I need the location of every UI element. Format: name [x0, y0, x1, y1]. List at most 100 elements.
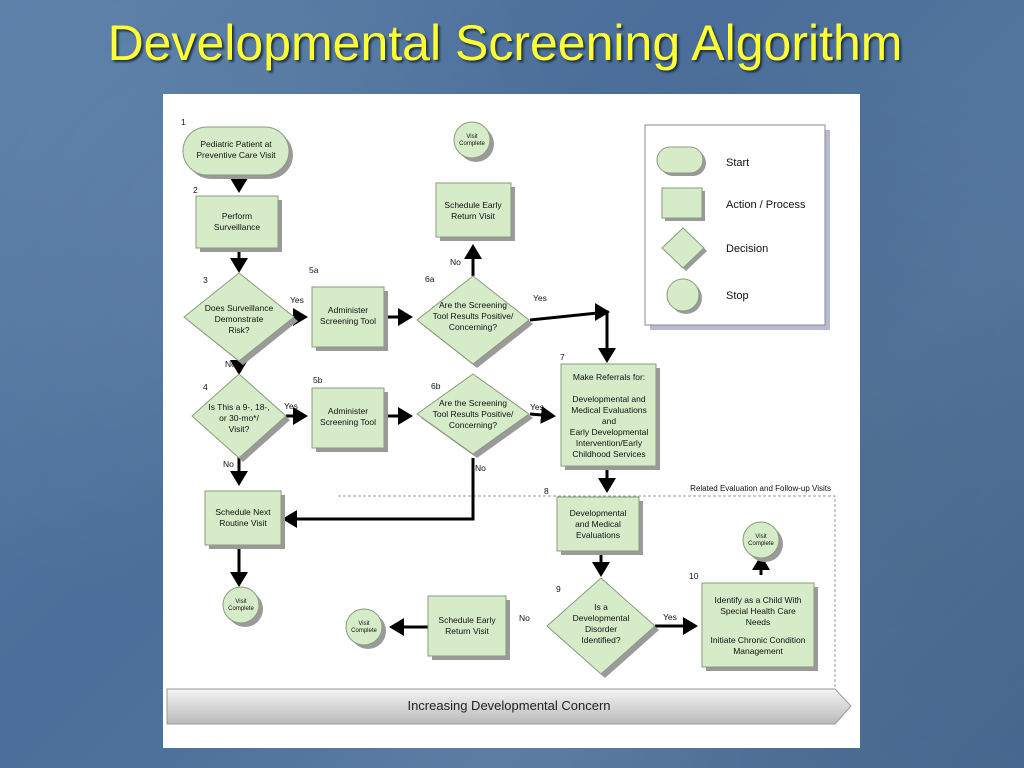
legend-stop-shape	[666, 278, 700, 312]
step-number-6b: 6b	[431, 381, 441, 391]
svg-text:and Medical: and Medical	[575, 519, 621, 529]
concern-bar-label: Increasing Developmental Concern	[407, 698, 610, 713]
legend-decision-label: Decision	[726, 243, 768, 255]
svg-text:Special Health Care: Special Health Care	[720, 606, 796, 616]
svg-text:Return Visit: Return Visit	[451, 211, 495, 221]
svg-text:Complete: Complete	[748, 541, 774, 547]
svg-text:Identify as a Child With: Identify as a Child With	[715, 595, 802, 605]
legend-action-label: Action / Process	[726, 199, 806, 211]
svg-text:Complete: Complete	[228, 606, 254, 612]
node-visit-complete-top: Visit Complete	[453, 121, 494, 162]
svg-text:Visit: Visit	[466, 134, 478, 140]
step-number-5b: 5b	[313, 375, 323, 385]
edge-yes-3: Yes	[290, 295, 304, 305]
svg-text:Screening Tool: Screening Tool	[320, 417, 376, 427]
node-administer-screening-b: Administer Screening Tool	[311, 387, 388, 452]
node-developmental-medical-evaluations: Developmental and Medical Evaluations	[556, 496, 643, 555]
node-schedule-early-return-bottom: Schedule Early Return Visit	[427, 595, 510, 660]
svg-text:Does Surveillance: Does Surveillance	[205, 303, 274, 313]
node-visit-complete-right: Visit Complete	[742, 521, 783, 562]
node-visit-complete-bottom: Visit Complete	[345, 608, 386, 649]
edge-no-9: No	[519, 613, 530, 623]
step-number-8: 8	[544, 486, 549, 496]
step-number-3: 3	[203, 275, 208, 285]
legend-stop-label: Stop	[726, 290, 749, 302]
svg-text:Make Referrals for:: Make Referrals for:	[573, 372, 645, 382]
edge-yes-4: Yes	[284, 401, 298, 411]
svg-text:Disorder: Disorder	[585, 624, 617, 634]
slide-title: Developmental Screening Algorithm	[107, 15, 903, 71]
svg-text:or 30-mo*/: or 30-mo*/	[219, 413, 259, 423]
step-number-6a: 6a	[425, 274, 435, 284]
svg-text:Administer: Administer	[328, 305, 368, 315]
svg-text:Administer: Administer	[328, 406, 368, 416]
node-identify-special-health-care-needs: Identify as a Child With Special Health …	[701, 582, 818, 671]
svg-text:Pediatric Patient at: Pediatric Patient at	[200, 139, 272, 149]
svg-text:Complete: Complete	[459, 141, 485, 147]
svg-text:Perform: Perform	[222, 211, 252, 221]
related-region-label: Related Evaluation and Follow-up Visits	[690, 484, 831, 493]
node-perform-surveillance: Perform Surveillance	[195, 195, 282, 252]
edge-no-6a: No	[450, 257, 461, 267]
legend-start-label: Start	[726, 157, 749, 169]
svg-text:Visit: Visit	[755, 534, 767, 540]
svg-text:Demonstrate: Demonstrate	[215, 314, 264, 324]
svg-text:Are the Screening: Are the Screening	[439, 398, 507, 408]
edge-no-4: No	[223, 459, 234, 469]
node-screening-results-b-decision: Are the Screening Tool Results Positive/…	[416, 373, 533, 458]
svg-text:Needs: Needs	[746, 617, 771, 627]
concern-arrow-bar: Increasing Developmental Concern	[166, 688, 852, 725]
svg-text:Developmental and: Developmental and	[572, 394, 646, 404]
svg-text:Identified?: Identified?	[581, 635, 620, 645]
svg-text:Preventive Care Visit: Preventive Care Visit	[196, 150, 276, 160]
node-make-referrals: Make Referrals for: Developmental and Me…	[560, 363, 660, 470]
step-number-9: 9	[556, 584, 561, 594]
svg-text:Childhood Services: Childhood Services	[572, 449, 645, 459]
svg-text:Concerning?: Concerning?	[449, 322, 497, 332]
svg-text:Developmental: Developmental	[570, 508, 627, 518]
edge-yes-6a: Yes	[533, 293, 547, 303]
step-number-7: 7	[560, 352, 565, 362]
node-schedule-next-routine-visit: Schedule Next Routine Visit	[204, 490, 285, 549]
svg-text:Risk?: Risk?	[228, 325, 250, 335]
svg-text:Developmental: Developmental	[573, 613, 630, 623]
svg-text:Medical Evaluations: Medical Evaluations	[571, 405, 647, 415]
node-start-pediatric-patient: Pediatric Patient at Preventive Care Vis…	[182, 126, 293, 179]
svg-text:Management: Management	[733, 646, 783, 656]
legend-decision-shape	[661, 227, 705, 269]
svg-text:Evaluations: Evaluations	[576, 530, 620, 540]
svg-text:Schedule Early: Schedule Early	[444, 200, 502, 210]
legend: Start Action / Process Decision Stop	[644, 124, 830, 330]
svg-text:Surveillance: Surveillance	[214, 222, 261, 232]
node-visit-complete-left: Visit Complete	[222, 586, 263, 627]
node-developmental-disorder-decision: Is a Developmental Disorder Identified?	[546, 577, 659, 678]
svg-text:Are the Screening: Are the Screening	[439, 300, 507, 310]
svg-text:Concerning?: Concerning?	[449, 420, 497, 430]
svg-text:Tool Results Positive/: Tool Results Positive/	[433, 311, 514, 321]
edge-yes-6b: Yes	[530, 402, 544, 412]
step-number-5a: 5a	[309, 265, 319, 275]
svg-text:Is This a 9-, 18-,: Is This a 9-, 18-,	[208, 402, 269, 412]
step-number-2: 2	[193, 185, 198, 195]
edge-no-6b: No	[475, 463, 486, 473]
step-number-4: 4	[203, 382, 208, 392]
edge-no-3: No	[225, 359, 236, 369]
svg-text:Visit: Visit	[358, 621, 370, 627]
node-screening-results-a-decision: Are the Screening Tool Results Positive/…	[416, 275, 533, 368]
legend-action-shape	[661, 187, 703, 219]
svg-text:Routine Visit: Routine Visit	[219, 518, 267, 528]
svg-text:Schedule Early: Schedule Early	[438, 615, 496, 625]
node-visit-age-decision: Is This a 9-, 18-, or 30-mo*/ Visit?	[191, 373, 290, 462]
svg-text:Schedule Next: Schedule Next	[215, 507, 271, 517]
step-number-10: 10	[689, 571, 699, 581]
flowchart-svg: Related Evaluation and Follow-up Visits …	[166, 117, 852, 725]
node-administer-screening-a: Administer Screening Tool	[311, 286, 388, 351]
svg-text:Intervention/Early: Intervention/Early	[576, 438, 643, 448]
node-schedule-early-return-top: Schedule Early Return Visit	[435, 182, 515, 241]
legend-start-shape	[656, 146, 704, 174]
svg-text:Tool Results Positive/: Tool Results Positive/	[433, 409, 514, 419]
svg-text:Visit?: Visit?	[229, 424, 250, 434]
flowchart-panel: Related Evaluation and Follow-up Visits …	[163, 94, 860, 748]
svg-text:Complete: Complete	[351, 628, 377, 634]
node-surveillance-risk-decision: Does Surveillance Demonstrate Risk?	[183, 272, 298, 365]
